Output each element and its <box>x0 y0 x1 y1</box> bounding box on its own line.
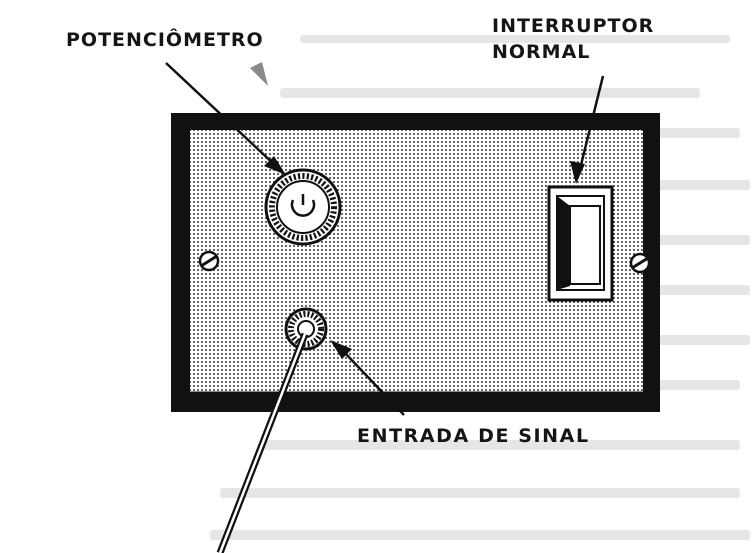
signal-input-jack <box>284 307 328 351</box>
potentiometer-label: POTENCIÔMETRO <box>66 29 264 51</box>
right-screw <box>629 252 651 274</box>
background-bleed-through <box>210 35 750 540</box>
signal-cable <box>216 332 309 553</box>
arrow-potentiometer <box>165 62 286 175</box>
signal-input-label: ENTRADA DE SINAL <box>357 425 590 447</box>
smudge-mark <box>250 62 268 86</box>
switch-label-line2: NORMAL <box>492 41 591 63</box>
switch-label-line1: INTERRUPTOR <box>492 15 655 37</box>
left-screw <box>198 250 220 272</box>
arrow-signal-input <box>330 340 405 416</box>
arrow-switch <box>570 75 605 184</box>
switch-label: INTERRUPTOR NORMAL <box>492 13 654 65</box>
potentiometer-knob <box>264 168 342 246</box>
toggle-switch <box>547 185 614 302</box>
